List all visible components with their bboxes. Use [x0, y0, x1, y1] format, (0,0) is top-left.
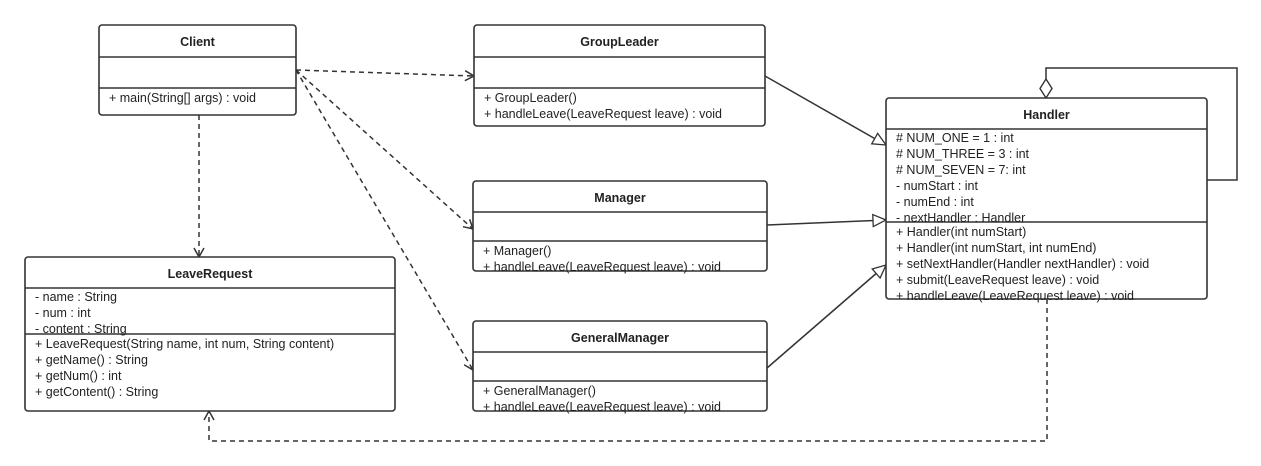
class-group-leader[interactable]: GroupLeader + GroupLeader() + handleLeave(…	[473, 24, 766, 127]
method: + setNextHandler(Handler nextHandler) : …	[896, 257, 1149, 271]
attribute: - num : int	[35, 306, 91, 320]
generalization-generalmanager-handler	[766, 265, 886, 369]
class-general-manager[interactable]: GeneralManager + GeneralManager() + handle…	[472, 320, 768, 414]
class-box	[98, 24, 297, 116]
method: + GroupLeader()	[484, 91, 577, 105]
class-manager[interactable]: Manager + Manager() + handleLeave(LeaveReq…	[472, 180, 768, 274]
attribute: # NUM_ONE = 1 : int	[896, 131, 1014, 145]
class-leave-request[interactable]: LeaveRequest - name : String - num : int - …	[24, 256, 396, 412]
method: + getContent() : String	[35, 385, 158, 399]
dependency-handler-leaverequest	[203, 299, 1048, 442]
attribute: - numEnd : int	[896, 195, 974, 209]
method: + handleLeave(LeaveRequest leave) : void	[896, 289, 1134, 303]
class-name: GeneralManager	[571, 331, 669, 345]
method: + handleLeave(LeaveRequest leave) : void	[483, 260, 721, 274]
class-box	[473, 24, 766, 127]
dependency-client-manager	[295, 69, 475, 231]
attribute: # NUM_SEVEN = 7: int	[896, 163, 1026, 177]
class-name: Manager	[594, 191, 646, 205]
method: + Handler(int numStart, int numEnd)	[896, 241, 1096, 255]
attribute: # NUM_THREE = 3 : int	[896, 147, 1030, 161]
aggregation-diamond-icon	[1039, 77, 1053, 100]
dependency-client-groupleader	[295, 69, 476, 82]
attribute: - numStart : int	[896, 179, 978, 193]
attribute: - nextHandler : Handler	[896, 211, 1025, 225]
method: + Handler(int numStart)	[896, 225, 1026, 239]
method: + getName() : String	[35, 353, 148, 367]
class-box	[472, 180, 768, 272]
class-box	[885, 97, 1208, 300]
generalization-groupleader-handler	[764, 75, 886, 145]
method: + LeaveRequest(String name, int num, Str…	[35, 337, 334, 351]
class-handler[interactable]: Handler # NUM_ONE = 1 : int # NUM_THREE = …	[885, 97, 1208, 303]
dependency-client-generalmanager	[295, 69, 474, 372]
attribute: - content : String	[35, 322, 127, 336]
method: + Manager()	[483, 244, 551, 258]
class-box	[472, 320, 768, 412]
attribute: - name : String	[35, 290, 117, 304]
class-name: Client	[180, 35, 216, 49]
class-client[interactable]: Client + main(String[] args) : void	[98, 24, 297, 116]
method: + main(String[] args) : void	[109, 91, 256, 105]
generalization-manager-handler	[766, 220, 886, 225]
method: + handleLeave(LeaveRequest leave) : void	[484, 107, 722, 121]
method: + getNum() : int	[35, 369, 122, 383]
class-name: GroupLeader	[580, 35, 659, 49]
method: + submit(LeaveRequest leave) : void	[896, 273, 1099, 287]
class-name: LeaveRequest	[168, 267, 254, 281]
class-name: Handler	[1023, 108, 1070, 122]
method: + GeneralManager()	[483, 384, 596, 398]
aggregation-handler-self	[1045, 67, 1238, 181]
method: + handleLeave(LeaveRequest leave) : void	[483, 400, 721, 414]
